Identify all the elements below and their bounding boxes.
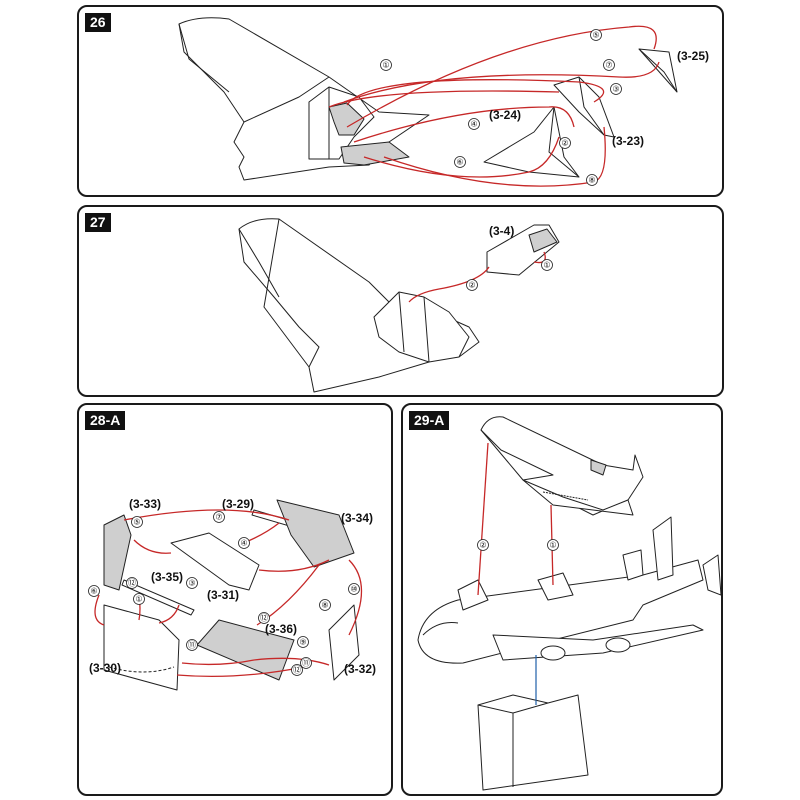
part-label-3-24: (3-24) [489, 108, 521, 122]
callout-5: ⑤ [133, 518, 140, 527]
callout-3: ③ [188, 579, 195, 588]
step-28a-panel: 28-A ⑤ ⑦ ④ ⑥ ⑫ ③ ① [77, 403, 393, 796]
part-label-3-23: (3-23) [612, 134, 644, 148]
part-label-3-34: (3-34) [341, 511, 373, 525]
part-3-33 [103, 514, 132, 591]
part-label-3-31: (3-31) [207, 588, 239, 602]
callout-3: ③ [612, 85, 619, 94]
step-27-panel: 27 ① ② (3-4) [77, 205, 724, 397]
callout-10: ⑩ [350, 585, 357, 594]
display-stand [477, 694, 589, 791]
part-label-3-35: (3-35) [151, 570, 183, 584]
callout-1: ① [382, 61, 389, 70]
part-3-25 [638, 48, 678, 93]
shuttle-orbiter [178, 17, 430, 181]
callout-2: ② [479, 541, 486, 550]
callout-8: ⑧ [321, 601, 328, 610]
callout-1: ① [549, 541, 556, 550]
part-label-3-25: (3-25) [677, 49, 709, 63]
step-number-badge: 29-A [409, 411, 450, 430]
callout-2: ② [561, 139, 568, 148]
step-29a-illustration: ② ① [417, 416, 721, 791]
part-3-31 [170, 532, 260, 591]
callout-1: ① [543, 261, 550, 270]
part-label-3-36: (3-36) [265, 622, 297, 636]
part-label-3-30: (3-30) [89, 661, 121, 675]
step-26-illustration: ① ② ③ ④ ⑤ ⑥ ⑦ ⑧ (3-25) (3-24) (3-23) [178, 17, 709, 187]
step-number-badge: 28-A [85, 411, 126, 430]
step-26-panel: 26 [77, 5, 724, 197]
step-number-badge: 26 [85, 13, 111, 32]
callout-4: ④ [240, 539, 247, 548]
callout-11: ⑫ [128, 579, 136, 588]
part-3-32 [328, 604, 360, 681]
part-label-3-29: (3-29) [222, 497, 254, 511]
callout-6: ⑥ [456, 158, 463, 167]
callout-5: ⑤ [592, 31, 599, 40]
part-3-35 [121, 579, 195, 616]
part-3-23 [553, 76, 615, 138]
callout-12c: ⑫ [293, 666, 301, 675]
callout-8: ⑧ [588, 176, 595, 185]
part-label-3-4: (3-4) [489, 224, 514, 238]
part-label-3-33: (3-33) [129, 497, 161, 511]
part-3-36 [196, 619, 295, 681]
callout-7: ⑦ [605, 61, 612, 70]
part-3-34 [276, 499, 355, 568]
callout-7: ⑦ [215, 513, 222, 522]
callout-2: ② [468, 281, 475, 290]
shuttle-orbiter [480, 416, 644, 516]
step-29a-panel: 29-A ② [401, 403, 723, 796]
callout-4: ④ [470, 120, 477, 129]
part-label-3-32: (3-32) [344, 662, 376, 676]
callout-12d: ⑪ [302, 659, 310, 668]
callout-9: ⑨ [299, 638, 306, 647]
step-28a-illustration: ⑤ ⑦ ④ ⑥ ⑫ ③ ① ⑧ ⑩ ⑨ ⑪ ⑫ ⑫ ⑪ (3-33) (3-29… [88, 497, 376, 691]
carrier-aircraft [417, 516, 721, 664]
shuttle-orbiter [238, 218, 480, 393]
callout-1: ① [135, 595, 142, 604]
part-3-4 [486, 224, 560, 276]
step-number-badge: 27 [85, 213, 111, 232]
step-27-illustration: ① ② (3-4) [238, 218, 560, 393]
callout-12b: ⑫ [260, 614, 268, 623]
callout-6: ⑥ [90, 587, 97, 596]
part-3-30 [103, 604, 180, 691]
callout-12a: ⑪ [188, 641, 196, 650]
